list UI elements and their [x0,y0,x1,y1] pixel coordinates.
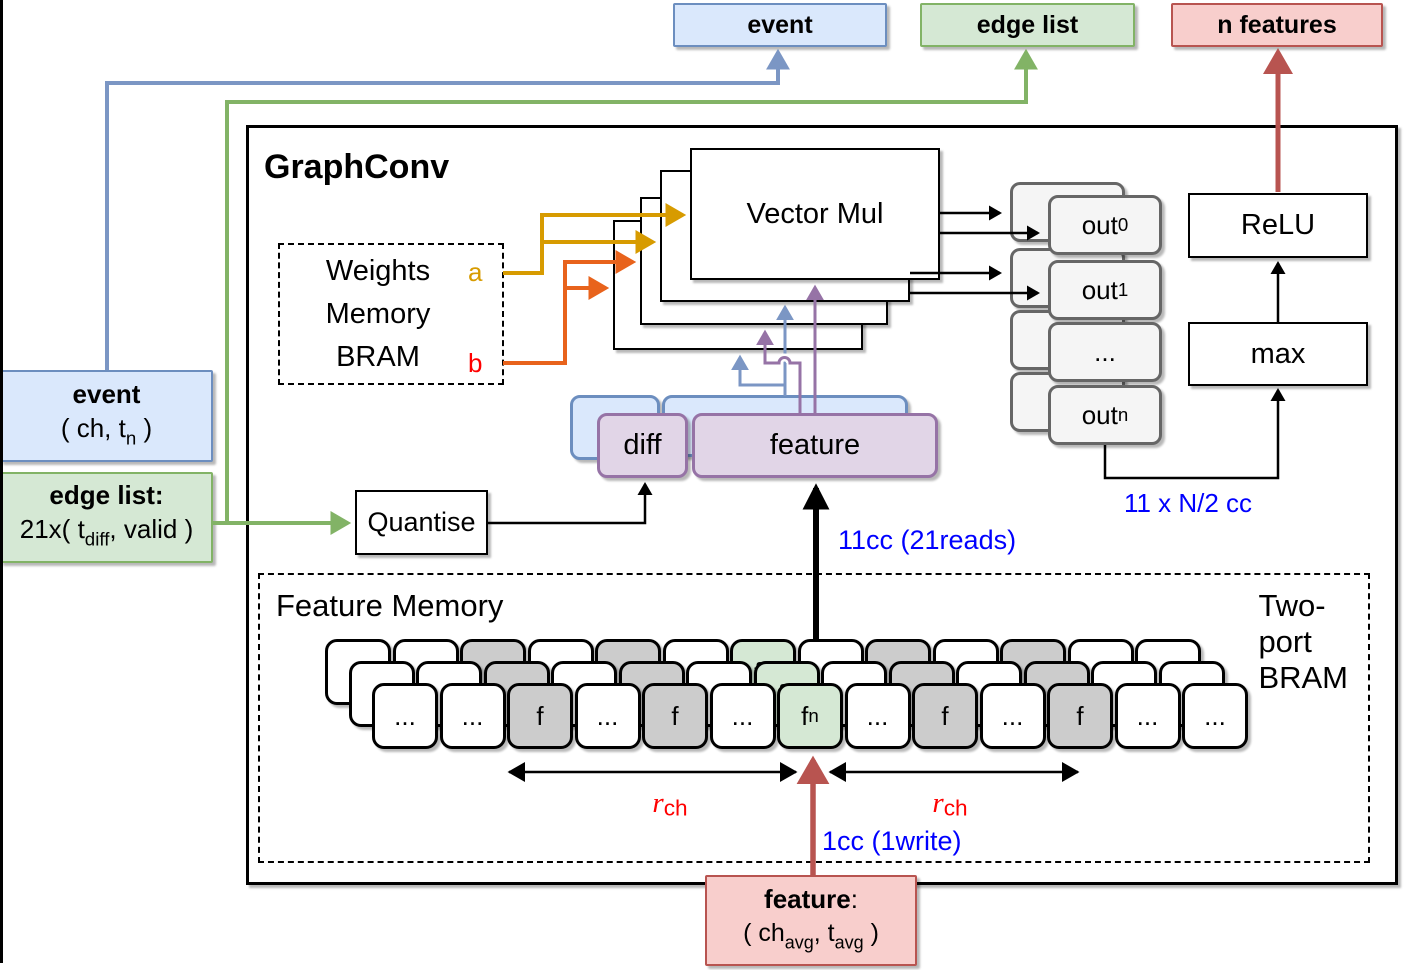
memory-cell: ... [1114,683,1181,749]
top-event-label: event [747,10,813,39]
quantise-box: Quantise [355,490,488,555]
top-edge-list-label: edge list [976,10,1079,39]
memory-cell: ... [709,683,776,749]
top-event-box: event [673,3,887,47]
weights-memory-label: Weights Memory BRAM [325,255,431,373]
top-n-features-box: n features [1171,3,1383,47]
weights-port-a: a [468,257,483,287]
feature-input-detail: ( chavg, tavg ) [743,918,879,953]
reads-annotation: 11cc (21reads) [838,525,1017,555]
max-box: max [1188,322,1368,386]
graphconv-title: GraphConv [264,148,450,186]
edge-list-input-box: edge list: 21x( tdiff, valid ) [0,472,213,563]
vector-mul-box: Vector Mul [690,148,940,280]
relu-box: ReLU [1188,193,1368,258]
two-port-bram-label: Two-port BRAM [1258,588,1349,695]
feature-memory-title: Feature Memory [276,588,504,623]
weights-port-b: b [468,348,483,378]
rch-left-label: rch [652,787,688,821]
out-box-dots: ... [1048,322,1162,382]
diff-label: diff [623,429,662,461]
memory-cell: ... [372,683,438,749]
diff-buffer: diff [597,413,688,478]
memory-cell: ... [1182,683,1248,749]
edge-list-input-title: edge list: [49,480,164,511]
feature-input-box: feature: ( chavg, tavg ) [705,875,917,966]
feature-buffer: feature [692,413,938,478]
relu-label: ReLU [1240,209,1316,241]
feature-label: feature [769,429,861,461]
memory-cell: ... [979,683,1046,749]
memory-cell: f [1047,683,1113,749]
max-label: max [1250,337,1306,370]
macs-annotation: 11 x N/2 cc [1123,488,1253,518]
memory-cell: f [912,683,978,749]
memory-cell: ... [844,683,911,749]
edge-list-input-detail: 21x( tdiff, valid ) [19,514,194,550]
memory-cell: ... [574,683,641,749]
event-input-title: event [72,378,141,409]
memory-cell: f [507,683,573,749]
write-annotation: 1cc (1write) [822,826,962,856]
rch-right-label: rch [932,787,968,821]
feature-input-title: feature: [764,883,858,914]
memory-cell: ... [439,683,506,749]
quantise-label: Quantise [367,507,476,537]
top-edge-list-box: edge list [920,3,1135,47]
memory-cell: f [642,683,708,749]
vector-mul-label: Vector Mul [746,197,884,230]
top-n-features-label: n features [1217,10,1337,39]
event-input-detail: ( ch, tn ) [60,412,153,449]
event-input-box: event ( ch, tn ) [0,370,213,462]
